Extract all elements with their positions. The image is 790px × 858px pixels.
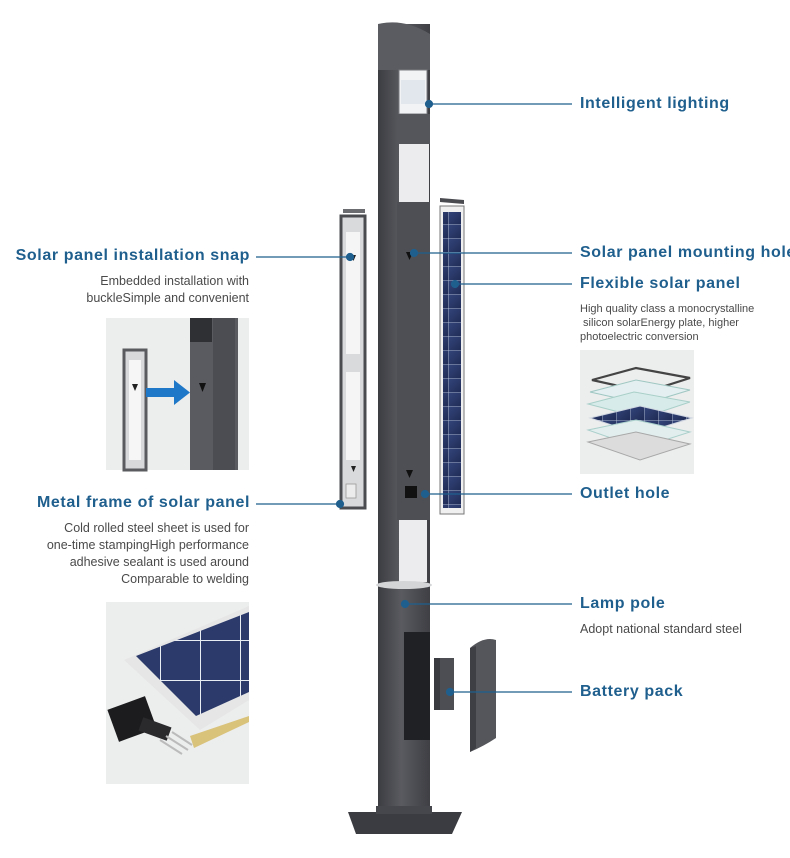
flexible-panel-description: High quality class a monocrystalline sil… [580,302,754,344]
inset-frame-assembly [106,602,249,784]
battery-pack-label: Battery pack [580,683,684,700]
flexible-panel-desc-line: silicon solarEnergy plate, higher [580,317,739,329]
metal-frame-label: Metal frame of solar panel [37,494,250,511]
lamp-pole [348,22,462,834]
flexible-panel-desc-line: photoelectric conversion [580,331,699,343]
metal-frame-desc-line: Comparable to welding [121,572,249,586]
metal-frame-panel [339,209,367,510]
metal-frame-desc-line: Cold rolled steel sheet is used for [64,521,249,535]
flexible-solar-panel [439,198,465,515]
installation-snap-description: Embedded installation with buckleSimple … [86,273,249,307]
battery-assembly [434,639,496,752]
metal-frame-description: Cold rolled steel sheet is used for one-… [47,520,249,588]
installation-snap-label: Solar panel installation snap [15,247,250,264]
installation-snap-desc-line: buckleSimple and convenient [86,291,249,305]
outlet-hole-label: Outlet hole [580,485,671,502]
metal-frame-desc-line: one-time stampingHigh performance [46,538,249,552]
flexible-panel-label: Flexible solar panel [580,275,741,292]
metal-frame-desc-line: adhesive sealant is used around [69,555,249,569]
mounting-hole-label: Solar panel mounting hole [580,244,790,261]
lamp-pole-description: Adopt national standard steel [580,621,742,638]
flexible-panel-desc-line: High quality class a monocrystalline [580,303,755,315]
inset-installation-snap [106,318,249,472]
lamp-pole-desc-line: Adopt national standard steel [580,622,742,636]
lamp-pole-label: Lamp pole [580,595,666,612]
inset-solar-layers [580,350,694,474]
intelligent-lighting-label: Intelligent lighting [580,95,730,112]
installation-snap-desc-line: Embedded installation with [100,274,249,288]
leader-lines [256,99,572,697]
